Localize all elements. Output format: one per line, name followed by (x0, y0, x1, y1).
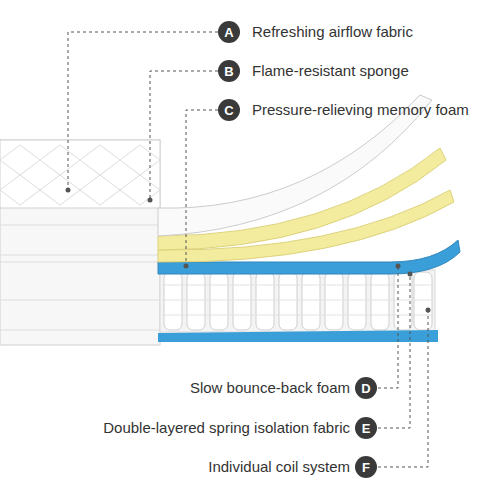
callout-circle: F (355, 456, 377, 478)
callout-letter: D (361, 382, 370, 395)
callout-letter: E (362, 422, 371, 435)
callout-circle: B (218, 60, 240, 82)
callout-circle: D (355, 377, 377, 399)
callout-letter: C (224, 104, 233, 117)
part-name: Individual coil system (208, 458, 350, 476)
part-name: Slow bounce-back foam (190, 379, 350, 397)
callout-letter: A (224, 26, 233, 39)
callout-letter: F (362, 461, 370, 474)
callout-circle: A (218, 21, 240, 43)
callout-circle: C (218, 99, 240, 121)
callout-circle: E (355, 417, 377, 439)
part-name: Double-layered spring isolation fabric (103, 419, 350, 437)
part-name: Pressure-relieving memory foam (252, 101, 469, 119)
part-name: Flame-resistant sponge (252, 62, 409, 80)
part-name: Refreshing airflow fabric (252, 23, 413, 41)
callout-letter: B (224, 65, 233, 78)
